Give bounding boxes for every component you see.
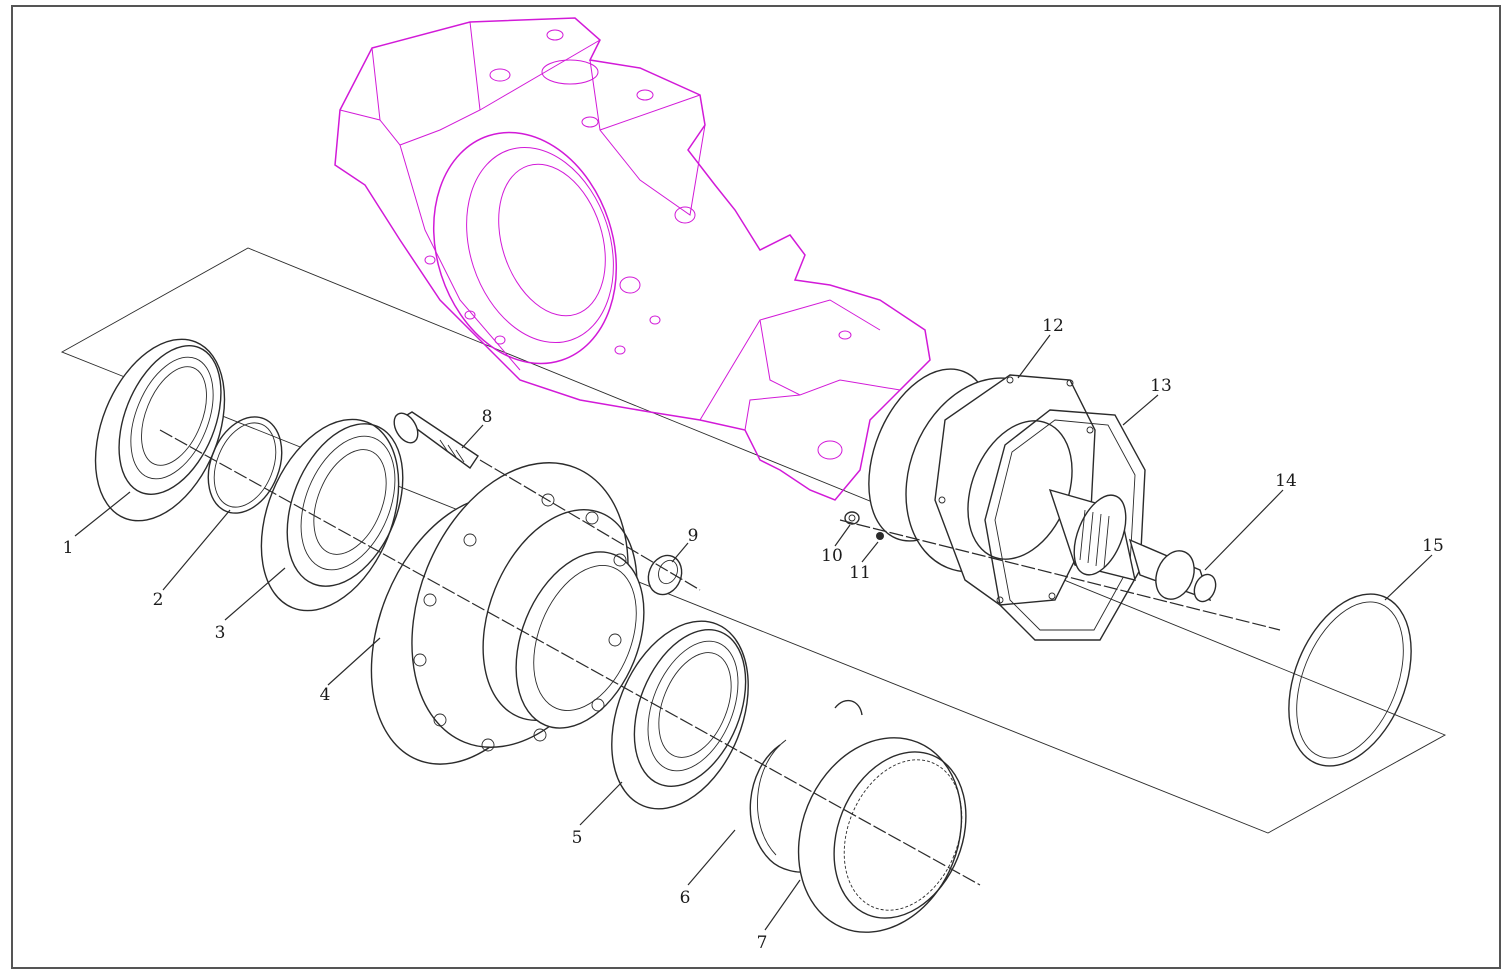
callout-12: 12 (1042, 316, 1064, 336)
diagram-frame (11, 5, 1501, 969)
callout-10: 10 (821, 546, 843, 566)
part-5-bearing (611, 620, 749, 810)
part-11-washer (876, 532, 884, 540)
callout-11: 11 (849, 563, 871, 583)
centre-axes (159, 429, 1281, 886)
part-2-o-ring (207, 416, 283, 514)
part-6-snap-ring (749, 739, 811, 873)
part-8-stud-bolt (393, 411, 479, 469)
part-9-nut (647, 554, 683, 596)
part-3-bearing (260, 418, 404, 612)
part-15-ring (1288, 593, 1412, 767)
part-12-brake-flange (868, 368, 1096, 606)
callout-7: 7 (757, 933, 768, 953)
part-14-axle-shaft (1048, 488, 1217, 603)
callout-leaders (74, 334, 1433, 931)
part-4-wheel-hub (370, 462, 645, 765)
callout-15: 15 (1422, 536, 1444, 556)
callout-14: 14 (1275, 471, 1297, 491)
axle-housing (334, 17, 931, 501)
part-7-ring-gear (797, 699, 967, 933)
part-10-bolt (844, 511, 860, 525)
callout-9: 9 (688, 526, 699, 546)
callout-8: 8 (482, 407, 493, 427)
callout-13: 13 (1150, 376, 1172, 396)
callout-6: 6 (680, 888, 691, 908)
callout-5: 5 (572, 828, 583, 848)
part-13-gasket (984, 409, 1146, 641)
callout-3: 3 (215, 623, 226, 643)
assembly-plane (60, 247, 1447, 834)
callout-1: 1 (63, 538, 74, 558)
callout-4: 4 (320, 685, 331, 705)
callout-labels: 1 2 3 4 5 6 7 8 9 10 11 12 13 14 15 (63, 316, 1444, 953)
callout-2: 2 (153, 590, 164, 610)
